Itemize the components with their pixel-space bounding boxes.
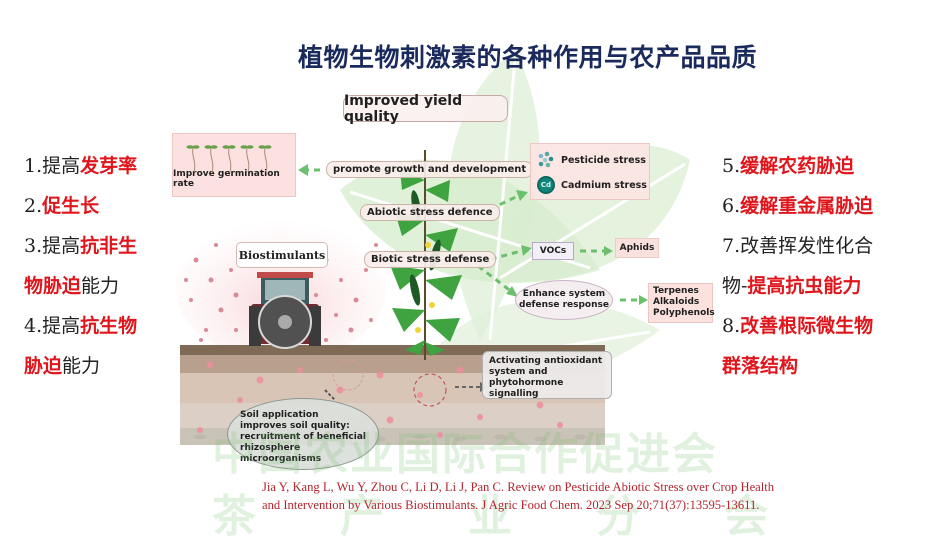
- abiotic-stress-label: Abiotic stress defence: [360, 204, 500, 221]
- left-list-item-4: 4.提高抗生物: [24, 315, 138, 337]
- vocs-label: VOCs: [532, 242, 574, 260]
- seedlings-icon: [186, 145, 272, 173]
- right-list-item-8: 8.改善根际微生物: [722, 315, 874, 337]
- citation-line-1: Jia Y, Kang L, Wu Y, Zhou C, Li D, Li J,…: [262, 480, 775, 494]
- left-list-item-3-cont: 物胁迫能力: [24, 275, 120, 297]
- right-list-item-7: 7.改善挥发性化合: [722, 235, 874, 257]
- right-list-item-7-cont: 物-提高抗虫能力: [722, 275, 862, 297]
- polyphenols-label: Polyphenols: [653, 308, 715, 318]
- left-list-item-1: 1.提高发芽率: [24, 155, 138, 177]
- soil-application-ellipse: Soil application improves soil quality: …: [227, 398, 379, 470]
- pesticide-stress-row: Pesticide stress: [537, 151, 646, 169]
- aphids-label: Aphids: [615, 238, 659, 258]
- stress-types-box: Pesticide stress Cd Cadmium stress: [530, 143, 650, 200]
- right-list-item-6: 6.缓解重金属胁迫: [722, 195, 874, 217]
- left-list-item-3: 3.提高抗非生: [24, 235, 138, 257]
- right-benefits-list: 5.缓解农药胁迫 6.缓解重金属胁迫 7.改善挥发性化合 物-提高抗虫能力 8.…: [722, 146, 873, 386]
- terpenes-label: Terpenes: [653, 286, 699, 296]
- promote-growth-label: promote growth and development: [326, 161, 534, 178]
- pesticide-stress-label: Pesticide stress: [561, 154, 646, 166]
- biotic-stress-label: Biotic stress defense: [364, 251, 497, 268]
- left-list-item-4-cont: 胁迫能力: [24, 355, 101, 377]
- citation-line-2: and Intervention by Various Biostimulant…: [262, 498, 760, 512]
- alkaloids-label: Alkaloids: [653, 297, 700, 307]
- watermark-branch-name: 茶产业分会: [212, 491, 768, 542]
- left-benefits-list: 1.提高发芽率 2.促生长 3.提高抗非生 物胁迫能力 4.提高抗生物 胁迫能力: [24, 146, 137, 386]
- antioxidant-signalling-box: Activating antioxidant system and phytoh…: [482, 351, 612, 399]
- pesticide-molecule-icon: [538, 151, 554, 168]
- biostimulants-label: Biostimulants: [236, 242, 328, 268]
- left-list-item-2: 2.促生长: [24, 195, 100, 217]
- enhance-defense-response-label: Enhance system defense response: [515, 280, 613, 320]
- cadmium-icon: Cd: [537, 176, 555, 194]
- right-list-item-5: 5.缓解农药胁迫: [722, 155, 855, 177]
- reference-citation: Jia Y, Kang L, Wu Y, Zhou C, Li D, Li J,…: [262, 478, 774, 514]
- watermark-organization-name: 中国农业国际合作促进会: [212, 429, 718, 480]
- improved-yield-quality-label: Improved yield quality: [343, 93, 508, 125]
- germination-rate-box: Improve germination rate: [172, 133, 296, 197]
- page-title: 植物生物刺激素的各种作用与农产品品质: [298, 43, 758, 72]
- cadmium-stress-row: Cd Cadmium stress: [537, 176, 647, 194]
- secondary-metabolites-box: Terpenes Alkaloids Polyphenols: [648, 283, 715, 323]
- cadmium-stress-label: Cadmium stress: [561, 179, 647, 191]
- tractor-sprayer-icon: [249, 272, 321, 349]
- right-list-item-8-cont: 群落结构: [722, 355, 799, 377]
- germination-rate-label: Improve germination rate: [173, 169, 280, 189]
